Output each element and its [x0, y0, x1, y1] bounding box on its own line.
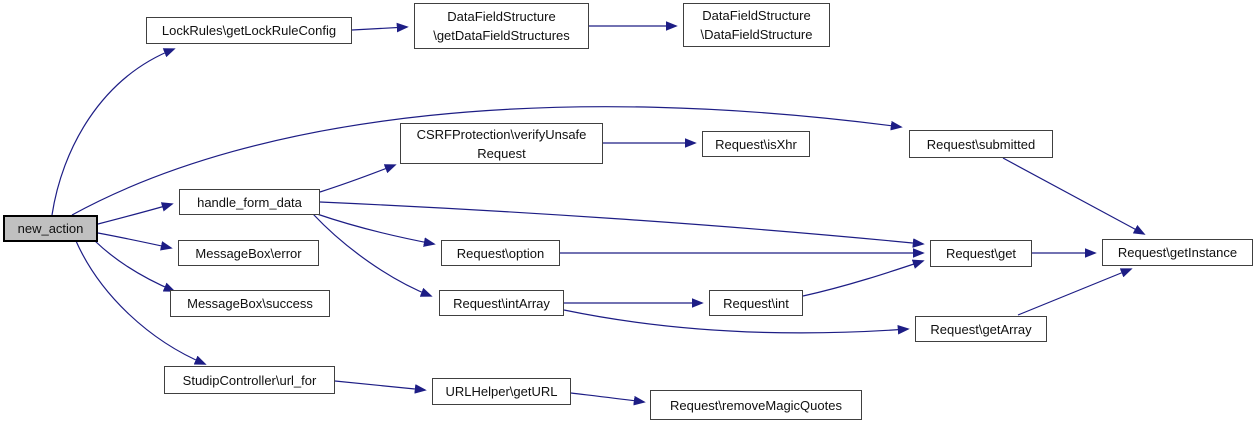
node-messagebox-success[interactable]: MessageBox\success	[170, 290, 330, 317]
node-request-option[interactable]: Request\option	[441, 240, 560, 266]
node-label: Request\isXhr	[715, 136, 797, 152]
node-urlhelper-geturl[interactable]: URLHelper\getURL	[432, 378, 571, 405]
edge-new_action-to-lockrules	[51, 48, 176, 216]
node-label: Request\getArray	[930, 321, 1032, 337]
node-request-removemagicquotes[interactable]: Request\removeMagicQuotes	[650, 390, 862, 420]
edge-handle_form_data-to-request_get	[319, 201, 925, 248]
edge-url_for-to-geturl	[334, 380, 427, 394]
node-label: LockRules\getLockRuleConfig	[161, 23, 337, 38]
node-handle-form-data[interactable]: handle_form_data	[179, 189, 320, 215]
node-datafieldstructure-getdatafieldstructures[interactable]: DataFieldStructure \getDataFieldStructur…	[414, 3, 589, 49]
node-label: DataFieldStructure \getDataFieldStructur…	[433, 9, 570, 43]
node-new-action: new_action	[3, 215, 98, 242]
node-studipcontroller-url-for[interactable]: StudipController\url_for	[164, 366, 335, 394]
node-request-getinstance[interactable]: Request\getInstance	[1102, 239, 1253, 266]
node-request-intarray[interactable]: Request\intArray	[439, 290, 564, 316]
node-label: Request\intArray	[453, 295, 550, 311]
edge-geturl-to-removemagicquotes	[570, 392, 646, 406]
node-request-submitted[interactable]: Request\submitted	[909, 130, 1053, 158]
edge-request_submitted-to-request_getinstance	[1002, 157, 1146, 235]
node-request-isxhr[interactable]: Request\isXhr	[702, 131, 810, 157]
node-datafieldstructure-datafieldstructure[interactable]: DataFieldStructure \DataFieldStructure	[683, 3, 830, 47]
node-label: CSRFProtection\verifyUnsafe Request	[416, 126, 587, 161]
node-label: MessageBox\error	[195, 245, 302, 261]
node-label: Request\removeMagicQuotes	[670, 397, 842, 413]
node-label: Request\option	[456, 245, 545, 261]
edge-request_intarray-to-request_getarray	[563, 309, 910, 335]
node-label: DataFieldStructure \DataFieldStructure	[700, 8, 813, 42]
node-request-getarray[interactable]: Request\getArray	[915, 316, 1047, 342]
node-label: new_action	[17, 221, 84, 236]
node-label: StudipController\url_for	[182, 372, 317, 388]
edge-new_action-to-messagebox_error	[97, 232, 173, 251]
node-label: Request\submitted	[926, 136, 1036, 152]
node-request-get[interactable]: Request\get	[930, 240, 1032, 267]
edge-handle_form_data-to-request_option	[316, 213, 436, 247]
edge-new_action-to-messagebox_success	[94, 240, 176, 292]
edge-new_action-to-request_submitted	[71, 106, 903, 216]
edge-handle_form_data-to-request_intarray	[312, 213, 433, 297]
edge-new_action-to-studipcontroller_url_for	[75, 240, 207, 365]
edge-request_int-to-request_get	[802, 259, 925, 297]
edge-handle_form_data-to-csrf	[319, 164, 397, 193]
node-label: Request\getInstance	[1117, 245, 1238, 260]
node-lockrules-getlockruleconfig[interactable]: LockRules\getLockRuleConfig	[146, 17, 352, 44]
node-csrfprotection-verifyunsaferequest[interactable]: CSRFProtection\verifyUnsafe Request	[400, 123, 603, 164]
edge-lockrules-to-getdatafieldstructures	[351, 22, 409, 33]
node-messagebox-error[interactable]: MessageBox\error	[178, 240, 319, 266]
node-label: Request\int	[723, 295, 789, 311]
node-label: URLHelper\getURL	[445, 384, 558, 399]
node-label: MessageBox\success	[187, 296, 313, 311]
node-request-int[interactable]: Request\int	[709, 290, 803, 316]
node-label: handle_form_data	[197, 194, 302, 210]
edge-request_getarray-to-request_getinstance	[1017, 268, 1133, 316]
edge-new_action-to-handle_form_data	[97, 202, 174, 225]
node-label: Request\get	[945, 246, 1017, 261]
